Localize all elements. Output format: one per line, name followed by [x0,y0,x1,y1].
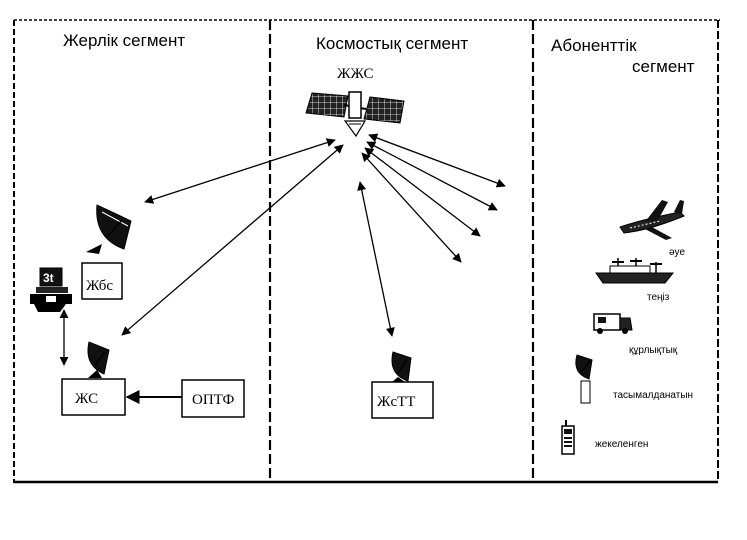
transportable-dish-icon [575,354,593,404]
svg-text:3t: 3t [43,271,54,285]
subscriber-segment-title-line2: сегмент [632,57,695,76]
control-station-box [371,381,434,419]
space-segment-title: Космостық сегмент [316,34,468,53]
subscriber-air-label: әуе [669,247,685,258]
subscriber-transportable-label: тасымалданатын [613,390,693,401]
gateway-box [81,262,123,300]
computer-terminal-icon: 3t [30,267,72,312]
optf-box [181,379,245,418]
airplane-icon [619,200,685,240]
satellite-icon [305,91,405,138]
subscriber-sea-label: теңіз [647,292,670,303]
earth-station-dish-icon [87,341,110,378]
handset-icon [561,420,575,455]
optf-label: ОПТФ [192,392,234,408]
earth-station-box [61,378,126,416]
link-sat-gateway [144,138,336,204]
link-sat-earth-station [121,144,344,336]
control-station-label: ЖсТТ [377,394,415,410]
truck-icon [593,313,633,334]
link-sat-subscriber-4 [361,152,462,263]
gateway-label: Жбс [86,278,113,294]
links [59,133,506,404]
subscriber-land-label: құрлықтық [629,345,678,356]
satellite-label: ЖЖС [337,66,374,82]
subscriber-segment-title-line1: Абоненттік [551,36,637,55]
ground-segment-title: Жерлік сегмент [63,31,185,50]
gateway-dish-icon [86,204,132,254]
control-station-dish-icon [391,351,412,382]
ship-icon [595,258,675,284]
earth-station-label: ЖС [75,391,98,407]
subscriber-personal-label: жекеленген [595,439,648,450]
diagram-frame [13,19,720,484]
link-sat-control-station [357,181,395,337]
